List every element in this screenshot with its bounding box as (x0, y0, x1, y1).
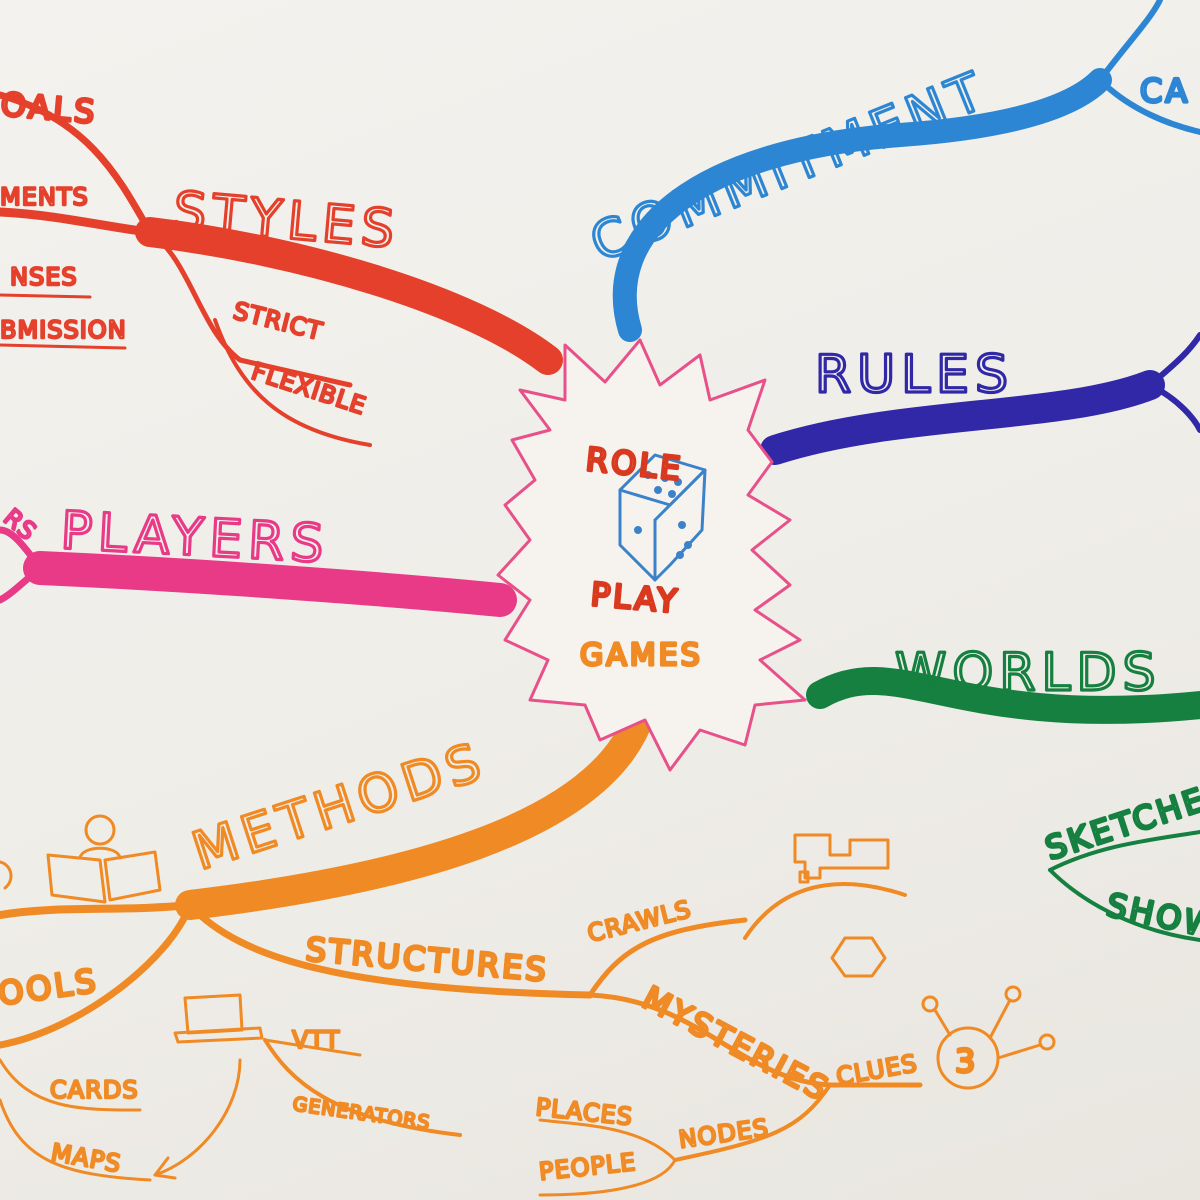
methods-sub-tools: OOLS (0, 961, 101, 1013)
clue-count: 3 (955, 1042, 978, 1080)
styles-sub-flexible: FLEXIBLE (248, 357, 370, 420)
styles-sub-nses: NSES (10, 263, 78, 291)
center-title-games: GAMES (580, 638, 703, 673)
gm-screen-icon (46, 814, 162, 904)
center-burst (496, 338, 807, 772)
methods-sub-cards: CARDS (50, 1076, 139, 1104)
floorplan-icon (793, 833, 890, 884)
methods-sub-structures: STRUCTURES (304, 930, 550, 989)
arrow-icon (153, 1156, 177, 1180)
methods-sub-maps: MAPS (49, 1138, 124, 1178)
dice-fragment-icon (0, 860, 13, 890)
methods-sub-crawls: CRAWLS (585, 895, 695, 948)
commitment-branch (612, 0, 1200, 342)
methods-sub-mysteries: MYSTERIES (636, 979, 836, 1109)
methods-branch (0, 700, 923, 1197)
center-title-play: PLAY (589, 575, 681, 621)
dice-icon (618, 453, 707, 582)
worlds-branch (806, 667, 1200, 942)
methods-sub-vtt: VTT (292, 1026, 340, 1054)
commitment-sub-ca: CA (1140, 72, 1190, 110)
styles-branch (0, 91, 563, 447)
methods-sub-nodes: NODES (677, 1114, 771, 1154)
styles-sub-mission: BMISSION (0, 316, 127, 344)
styles-sub-ments: MENTS (0, 183, 89, 211)
worlds-sub-show: SHOW (1103, 886, 1200, 947)
commitment-label: COMMITMENT (582, 60, 996, 274)
rules-branch (760, 332, 1200, 465)
players-fragment: RS (0, 503, 42, 546)
styles-sub-strict: STRICT (231, 297, 326, 346)
methods-sub-places: PLACES (534, 1093, 634, 1131)
styles-sub-top: OALS (0, 85, 99, 131)
methods-sub-generators: GENERATORS (291, 1093, 431, 1134)
clue-node-icon (921, 985, 1056, 1090)
hexagon-icon (830, 936, 887, 978)
rules-label: RULES (815, 345, 1014, 405)
players-branch (0, 526, 517, 617)
laptop-icon (173, 993, 264, 1044)
worlds-sub-sketches: SKETCHE (1041, 780, 1200, 868)
worlds-label: WORLDS (895, 643, 1162, 703)
methods-sub-people: PEOPLE (538, 1148, 638, 1186)
